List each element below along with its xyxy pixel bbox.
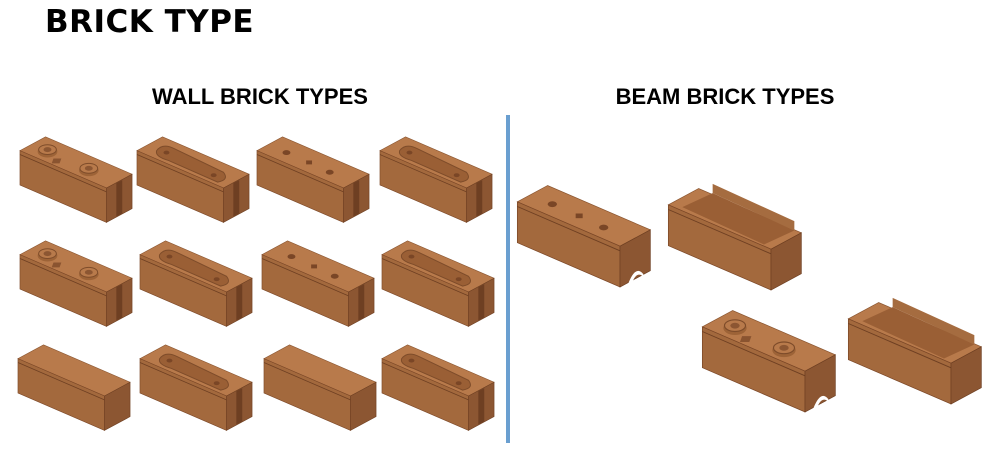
studs-brick-illustration	[19, 240, 133, 327]
holes-brick-illustration	[261, 240, 375, 327]
holes-brick-illustration	[256, 136, 370, 223]
slot-brick-illustration	[381, 344, 495, 431]
channel-brick-illustration	[667, 183, 803, 291]
plain-brick-illustration	[263, 344, 377, 431]
slot-brick-illustration	[136, 136, 250, 223]
slot-brick-illustration	[139, 344, 253, 431]
channel-brick-illustration	[847, 297, 983, 405]
studs-brick-illustration	[19, 136, 133, 223]
plain-brick-illustration	[17, 344, 131, 431]
section-divider	[506, 115, 510, 443]
slot-brick-illustration	[379, 136, 493, 223]
beam-studs-brick-illustration	[701, 310, 837, 414]
wall-brick-types-heading: WALL BRICK TYPES	[152, 84, 368, 109]
beam-brick-types-heading: BEAM BRICK TYPES	[615, 84, 835, 109]
slot-brick-illustration	[381, 240, 495, 327]
slot-brick-illustration	[139, 240, 253, 327]
page-title: BRICK TYPE	[45, 4, 255, 40]
beam-holes-brick-illustration	[516, 185, 652, 289]
